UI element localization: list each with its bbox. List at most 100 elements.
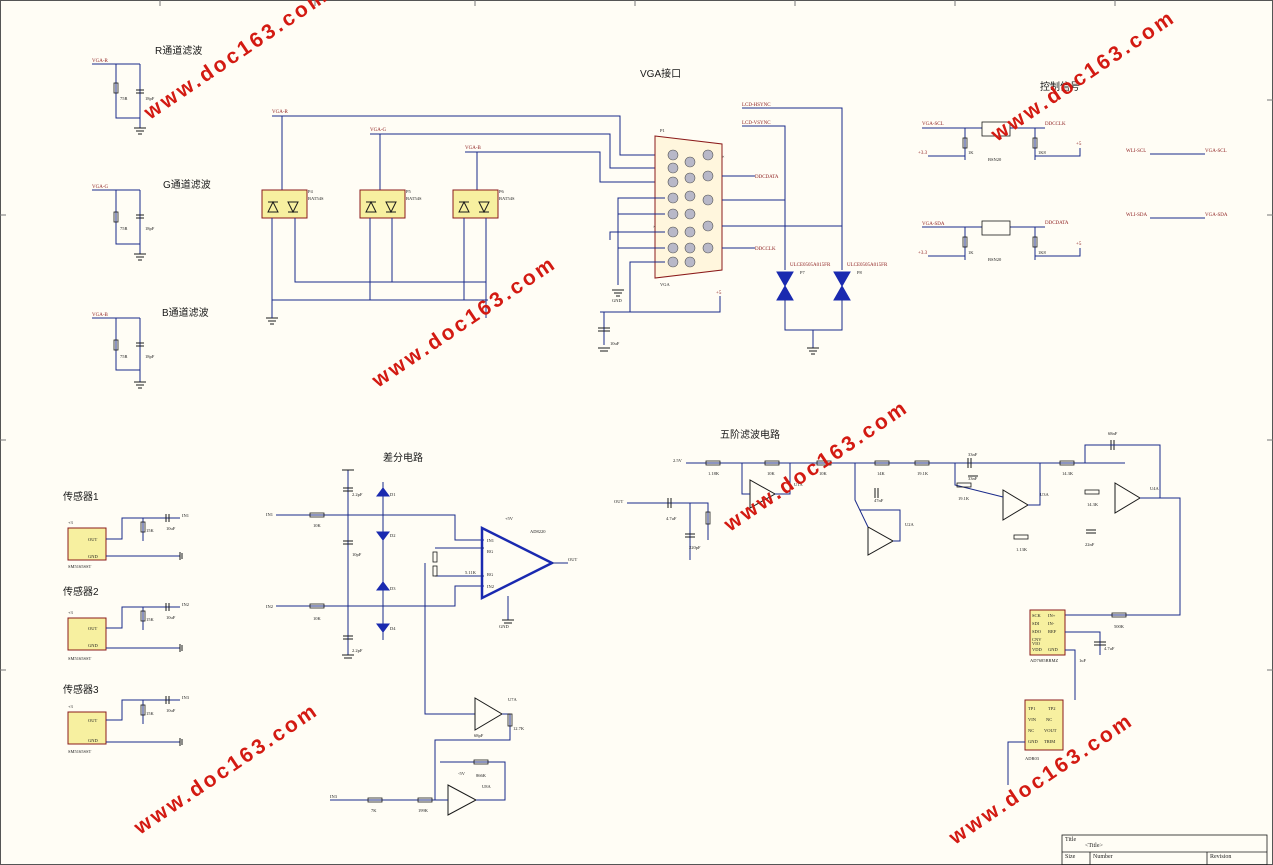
ref-pin-nc2: NC bbox=[1046, 717, 1052, 722]
vga-vsync-label: LCD-VSYNC bbox=[742, 121, 771, 126]
diff-opa: U7A bbox=[508, 697, 517, 702]
sensor3-cap: 10uF bbox=[166, 708, 176, 713]
sensor2-res: 15K bbox=[146, 617, 155, 622]
g-filter-block: G通道滤波 VGA-G 75R 18pF bbox=[92, 178, 211, 261]
adc-pin-inp: IN+ bbox=[1048, 613, 1056, 618]
adc-ad7685 bbox=[1029, 609, 1066, 656]
fifth-r13: 14.3K bbox=[1062, 471, 1074, 476]
ctrl-v5-2: +5 bbox=[1076, 242, 1082, 247]
sensor1-pin: +3 bbox=[68, 520, 74, 525]
fifth-r15: 14.3K bbox=[1087, 502, 1099, 507]
tvs-p5-ref: P5 bbox=[406, 189, 412, 194]
fifth-r-out: 500K bbox=[1114, 624, 1125, 629]
r-filter-net: VGA-R bbox=[92, 59, 108, 64]
svg-text:D1: D1 bbox=[390, 492, 396, 497]
ref-pin-gnd: GND bbox=[1028, 739, 1038, 744]
ctrl-wli-sda-out: VGA-SDA bbox=[1205, 213, 1228, 218]
tvs-p4-ref: P4 bbox=[308, 189, 314, 194]
ctrl-wli-scl-out: VGA-SCL bbox=[1205, 149, 1227, 154]
vga-interface: VGA接口 LCD-HSYNC LCD-VSYNC P1 VGA × × DDC… bbox=[598, 67, 888, 355]
sensor2-out: OUT bbox=[88, 626, 97, 631]
vga-ddcdata: DDCDATA bbox=[755, 175, 779, 180]
sensor1-res: 15K bbox=[146, 528, 155, 533]
fifth-u1: U1A bbox=[794, 482, 803, 487]
diff-v5: +5V bbox=[505, 516, 514, 521]
svg-text:IN1: IN1 bbox=[487, 538, 494, 543]
diff-c1: 2.2pF bbox=[352, 492, 363, 497]
tvs-net-b: VGA-B bbox=[465, 146, 481, 151]
ctrl-res-2: 1K8 bbox=[1038, 150, 1046, 155]
fifth-c3: 47nF bbox=[874, 498, 884, 503]
adc-pin-vdd: VDD bbox=[1032, 647, 1042, 652]
svg-text:×: × bbox=[653, 224, 656, 229]
diff-r6: 866K bbox=[476, 773, 487, 778]
diff-chip: AD8220 bbox=[530, 529, 546, 534]
diff-in1: IN1 bbox=[266, 512, 273, 517]
tvs-p4-part: BAT54S bbox=[308, 196, 324, 201]
tvs-p6-part: BAT54S bbox=[499, 196, 515, 201]
ctrl-fet-2: BSN20 bbox=[988, 257, 1002, 262]
fifth-title: 五阶滤波电路 bbox=[720, 428, 780, 441]
control-title: 控制信号 bbox=[1040, 80, 1080, 93]
r-filter-res: 75R bbox=[120, 96, 128, 101]
ctrl-scl-in: VGA-SCL bbox=[922, 122, 944, 127]
size-label: Size bbox=[1065, 854, 1076, 860]
esd-p7-ref: P7 bbox=[800, 270, 806, 275]
ctrl-v33-1: +3.3 bbox=[918, 151, 928, 156]
adc-pin-inn: IN- bbox=[1048, 621, 1055, 626]
fifth-c2: 220pF bbox=[689, 545, 701, 550]
ctrl-wli-sda: WLI-SDA bbox=[1126, 213, 1147, 218]
sensor3-pin: +3 bbox=[68, 704, 74, 709]
title-value: <Title> bbox=[1085, 843, 1104, 849]
ctrl-scl-out: DDCCLK bbox=[1045, 122, 1066, 127]
svg-text:×: × bbox=[722, 154, 725, 159]
fifth-cap-ref2: 1uF bbox=[1079, 658, 1087, 663]
adc-pin-ref: REF bbox=[1048, 629, 1057, 634]
fifth-out-label: OUT bbox=[614, 499, 623, 504]
fifth-r9: 10K bbox=[767, 471, 776, 476]
diff-out: OUT bbox=[568, 557, 577, 562]
tvs-net-r: VGA-R bbox=[272, 110, 288, 115]
fifth-c4: 33nF bbox=[968, 476, 978, 481]
diff-r2: 10K bbox=[313, 616, 322, 621]
ctrl-res-4: 1K8 bbox=[1038, 250, 1046, 255]
esd-p8-ref: P8 bbox=[857, 270, 863, 275]
fifth-r14: 19.1K bbox=[958, 496, 970, 501]
ref-pin-tp2: TP2 bbox=[1048, 706, 1056, 711]
ref-pin-nc: NC bbox=[1028, 728, 1034, 733]
svg-text:RG: RG bbox=[487, 572, 494, 577]
tvs-array: VGA-R VGA-G VGA-B P4 BAT54S P5 BAT54S P6… bbox=[261, 110, 665, 325]
sensor1-title: 传感器1 bbox=[63, 490, 99, 503]
sensor-3: 传感器3 +3 OUT GND SM5165SST 15K 10uF IN3 bbox=[63, 683, 190, 754]
tvs-net-g: VGA-G bbox=[370, 128, 386, 133]
sensor-2: 传感器2 +3 OUT GND SM5165SST 15K 10uF IN2 bbox=[63, 585, 189, 661]
fifth-r16: 1.13K bbox=[1016, 547, 1028, 552]
sensor3-part: SM5165SST bbox=[68, 749, 92, 754]
adc-pin-sck: SCK bbox=[1032, 613, 1042, 618]
b-filter-cap: 18pF bbox=[145, 354, 155, 359]
vga-connector-ref: P1 bbox=[660, 128, 665, 133]
fifth-order-filter: 五阶滤波电路 2.5V OUT 4.7uF 220pF 1.18K 10K 10… bbox=[614, 428, 1181, 785]
fifth-c1: 4.7uF bbox=[666, 516, 677, 521]
ref-part: ADR03 bbox=[1025, 756, 1040, 761]
sensor2-part: SM5165SST bbox=[68, 656, 92, 661]
vga-hsync-label: LCD-HSYNC bbox=[742, 103, 771, 108]
diff-in3: IN3 bbox=[330, 794, 338, 799]
ctrl-v5-1: +5 bbox=[1076, 142, 1082, 147]
adc-part: AD7685BRMZ bbox=[1030, 658, 1059, 663]
g-filter-net: VGA-G bbox=[92, 185, 108, 190]
diff-r3: 7K bbox=[371, 808, 377, 813]
diff-c4: 68pF bbox=[474, 733, 484, 738]
sensor1-gnd: GND bbox=[88, 554, 98, 559]
watermark-1: www.doc163.com bbox=[139, 0, 333, 125]
watermark-layer: www.doc163.com www.doc163.com www.doc163… bbox=[129, 0, 1180, 850]
svg-text:D2: D2 bbox=[390, 533, 396, 538]
ref-pin-trim: TRIM bbox=[1044, 739, 1055, 744]
adc-pin-sdi: SDI bbox=[1032, 621, 1040, 626]
title-block: Title <Title> Size Number Revision bbox=[1061, 834, 1268, 865]
fifth-u4: U4A bbox=[1150, 486, 1159, 491]
ctrl-sda-in: VGA-SDA bbox=[922, 222, 945, 227]
sensor1-cap: 10uF bbox=[166, 526, 176, 531]
control-signal: 控制信号 VGA-SCL DDCCLK BSN20 1K 1K8 +3.3 +5… bbox=[918, 80, 1228, 262]
